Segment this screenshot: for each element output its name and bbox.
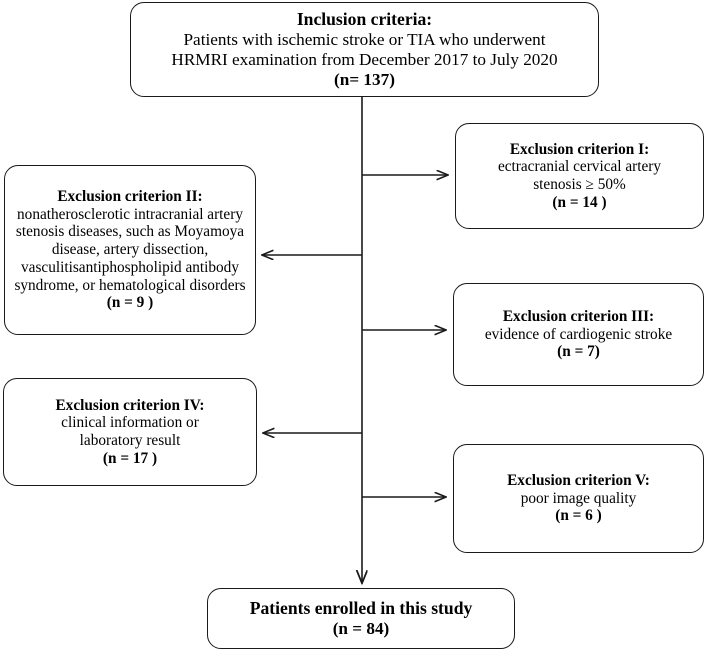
exclusion-5-count: (n = 6 ) xyxy=(555,507,602,525)
exclusion-2-count: (n = 9 ) xyxy=(106,294,154,312)
exclusion-2-body: nonatherosclerotic intracranial artery s… xyxy=(12,206,248,312)
exclusion-5-title: Exclusion criterion V: xyxy=(507,471,650,489)
inclusion-title: Inclusion criteria: xyxy=(296,9,433,30)
exclusion-1-title: Exclusion criterion I: xyxy=(509,140,650,158)
node-inclusion-criteria: Inclusion criteria: Patients with ischem… xyxy=(130,2,599,97)
inclusion-line-1: Patients with ischemic stroke or TIA who… xyxy=(183,29,546,49)
inclusion-line-2: HRMRI examination from December 2017 to … xyxy=(171,49,558,69)
node-patients-enrolled: Patients enrolled in this study (n = 84) xyxy=(207,588,515,649)
enrolled-count: (n = 84) xyxy=(332,618,390,638)
exclusion-5-line-1: poor image quality xyxy=(520,489,637,507)
exclusion-1-count: (n = 14 ) xyxy=(552,193,607,211)
exclusion-1-line-1: ectracranial cervical artery xyxy=(497,158,662,176)
node-exclusion-criterion-3: Exclusion criterion III: evidence of car… xyxy=(453,283,704,386)
exclusion-3-line-1: evidence of cardiogenic stroke xyxy=(484,325,673,343)
exclusion-4-title: Exclusion criterion IV: xyxy=(55,396,205,414)
exclusion-1-line-2: stenosis ≥ 50% xyxy=(533,176,626,193)
exclusion-4-line-2: laboratory result xyxy=(79,432,181,449)
node-exclusion-criterion-2: Exclusion criterion II: nonatherosclerot… xyxy=(4,165,256,335)
node-exclusion-criterion-1: Exclusion criterion I: ectracranial cerv… xyxy=(455,123,704,229)
exclusion-2-body-text: nonatherosclerotic intracranial artery s… xyxy=(14,205,246,294)
exclusion-3-count: (n = 7) xyxy=(557,343,600,361)
node-exclusion-criterion-4: Exclusion criterion IV: clinical informa… xyxy=(3,378,257,486)
node-exclusion-criterion-5: Exclusion criterion V: poor image qualit… xyxy=(453,444,704,553)
exclusion-4-line-1: clinical information or xyxy=(61,414,199,432)
exclusion-4-count: (n = 17 ) xyxy=(102,449,158,467)
exclusion-2-title: Exclusion criterion II: xyxy=(57,187,203,205)
enrolled-title: Patients enrolled in this study xyxy=(249,598,473,619)
exclusion-3-title: Exclusion criterion III: xyxy=(502,307,655,325)
inclusion-count: (n= 137) xyxy=(334,69,395,89)
